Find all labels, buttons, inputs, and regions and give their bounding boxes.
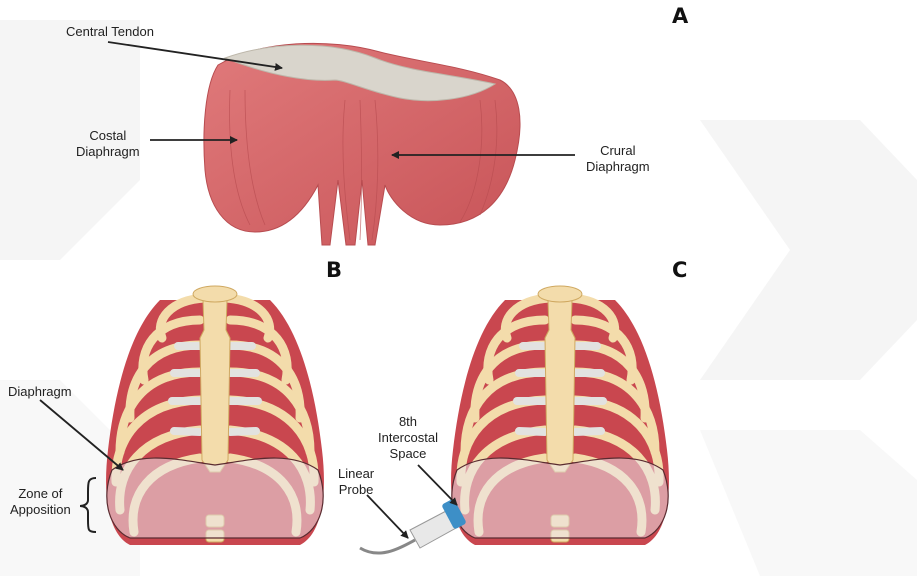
label-crural-line2: Diaphragm [586, 159, 650, 175]
diaphragm-illustration [204, 43, 520, 245]
label-costal-diaphragm: Costal Diaphragm [76, 128, 140, 160]
panel-label-c: C [672, 258, 687, 282]
label-probe-line1: Linear [338, 466, 374, 482]
label-costal-line2: Diaphragm [76, 144, 140, 160]
panel-label-a: A [672, 4, 688, 28]
label-costal-line1: Costal [76, 128, 140, 144]
label-probe-line2: Probe [338, 482, 374, 498]
panel-label-b: B [326, 258, 342, 282]
label-crural-diaphragm: Crural Diaphragm [586, 143, 650, 175]
label-central-tendon: Central Tendon [66, 24, 154, 40]
label-zone-of-apposition: Zone of Apposition [10, 486, 71, 518]
label-8th-intercostal-space: 8th Intercostal Space [378, 414, 438, 462]
label-diaphragm: Diaphragm [8, 384, 72, 400]
label-zone-line1: Zone of [10, 486, 71, 502]
label-intercostal-line3: Space [378, 446, 438, 462]
ribcage-c [451, 286, 669, 545]
ribcage-b [106, 286, 324, 545]
linear-probe-icon [360, 498, 467, 553]
label-intercostal-line1: 8th [378, 414, 438, 430]
label-intercostal-line2: Intercostal [378, 430, 438, 446]
label-zone-line2: Apposition [10, 502, 71, 518]
label-linear-probe: Linear Probe [338, 466, 374, 498]
label-crural-line1: Crural [586, 143, 650, 159]
